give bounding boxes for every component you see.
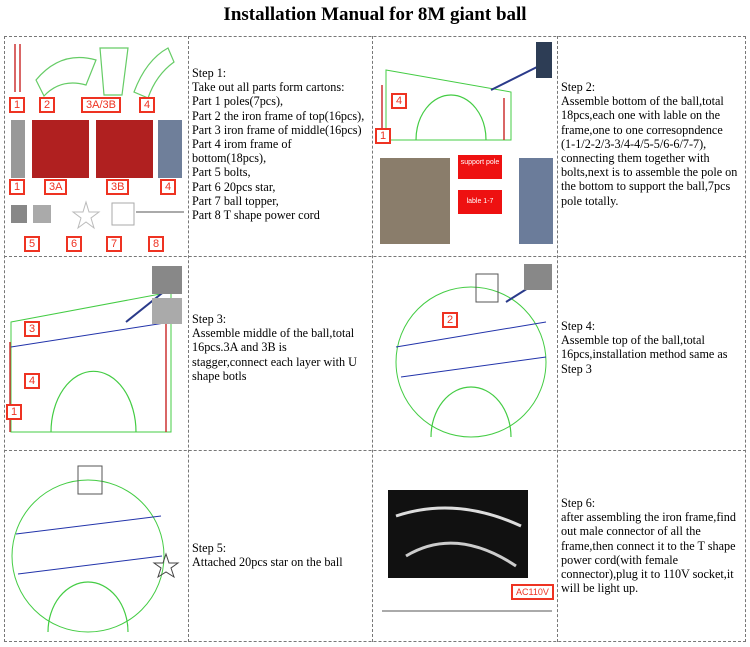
part-label: 4 [391, 93, 408, 109]
row-divider [4, 450, 746, 451]
part-label: 3 [24, 321, 41, 337]
support-pole-tag: support pole [458, 155, 502, 179]
part-label: 5 [24, 236, 41, 252]
part-label: 1 [9, 179, 26, 195]
lable-tag: lable 1-7 [458, 190, 502, 214]
middle-frame-drawing [9, 266, 182, 433]
step6-text: Step 6: after assembling the iron frame,… [561, 496, 736, 596]
part-label: 4 [160, 179, 177, 195]
column-divider [188, 36, 189, 642]
voltage-label: AC110V [511, 584, 554, 600]
part-label: 1 [6, 404, 23, 420]
step5-text: Step 5: Attached 20pcs star on the ball [192, 541, 343, 570]
part-label: 7 [106, 236, 123, 252]
step1-text: Step 1: Take out all parts form cartons:… [192, 66, 365, 223]
lit-ball-photo [382, 490, 552, 612]
column-divider [557, 36, 558, 642]
manual-grid [4, 36, 746, 642]
step3-text: Step 3: Assemble middle of the ball,tota… [192, 312, 357, 383]
column-divider [372, 36, 373, 642]
part-label: 3B [106, 179, 130, 195]
part-label: 6 [66, 236, 83, 252]
part-label: 4 [24, 373, 41, 389]
part-label: 8 [148, 236, 165, 252]
part-label: 3A/3B [81, 97, 121, 113]
step4-text: Step 4: Assemble top of the ball,total 1… [561, 319, 728, 376]
part-label: 4 [139, 97, 156, 113]
bottom-frame-drawing [380, 42, 553, 244]
part-label: 1 [9, 97, 26, 113]
part-label: 1 [375, 128, 392, 144]
top-frame-drawing [395, 264, 552, 438]
part-label: 2 [39, 97, 56, 113]
page-title: Installation Manual for 8M giant ball [223, 4, 527, 25]
part-label: 3A [44, 179, 68, 195]
row-divider [4, 256, 746, 257]
step2-text: Step 2: Assemble bottom of the ball,tota… [561, 80, 738, 208]
part-label: 2 [442, 312, 459, 328]
star-ball-drawing [11, 465, 180, 633]
parts-row1-drawings [11, 44, 184, 230]
